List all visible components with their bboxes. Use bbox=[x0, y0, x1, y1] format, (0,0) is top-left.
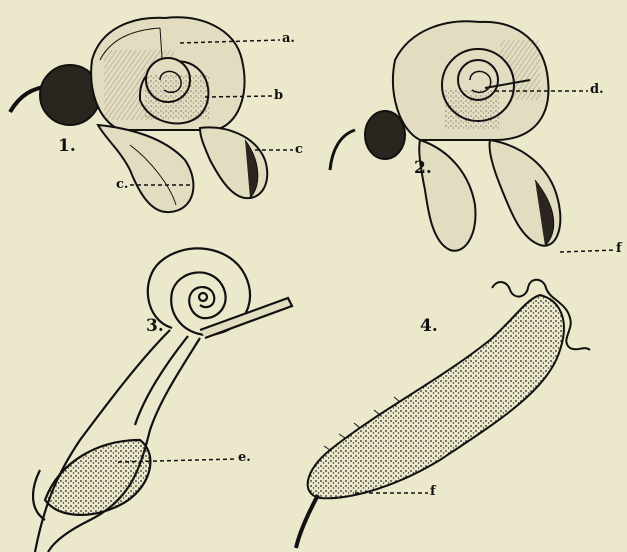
figure-number-2: 2. bbox=[414, 160, 432, 177]
figure-3-style bbox=[33, 248, 292, 552]
figure-number-1: 1. bbox=[58, 138, 76, 155]
leader-f-right bbox=[560, 250, 615, 252]
callout-f-right: f bbox=[616, 242, 622, 255]
callout-b: b bbox=[274, 89, 283, 102]
figure-number-3: 3. bbox=[146, 318, 164, 335]
callout-a: a. bbox=[282, 32, 295, 45]
callout-f-bottom: f bbox=[430, 485, 436, 498]
figure-number-4: 4. bbox=[420, 318, 438, 335]
callout-d: d. bbox=[590, 83, 604, 96]
callout-c-left: c. bbox=[116, 178, 128, 191]
figure-1-flower bbox=[10, 17, 267, 212]
callout-c-right: c bbox=[295, 143, 303, 156]
figure-2-flower bbox=[330, 21, 560, 251]
figure-4-pistil bbox=[296, 280, 590, 548]
callout-e: e. bbox=[238, 451, 251, 464]
